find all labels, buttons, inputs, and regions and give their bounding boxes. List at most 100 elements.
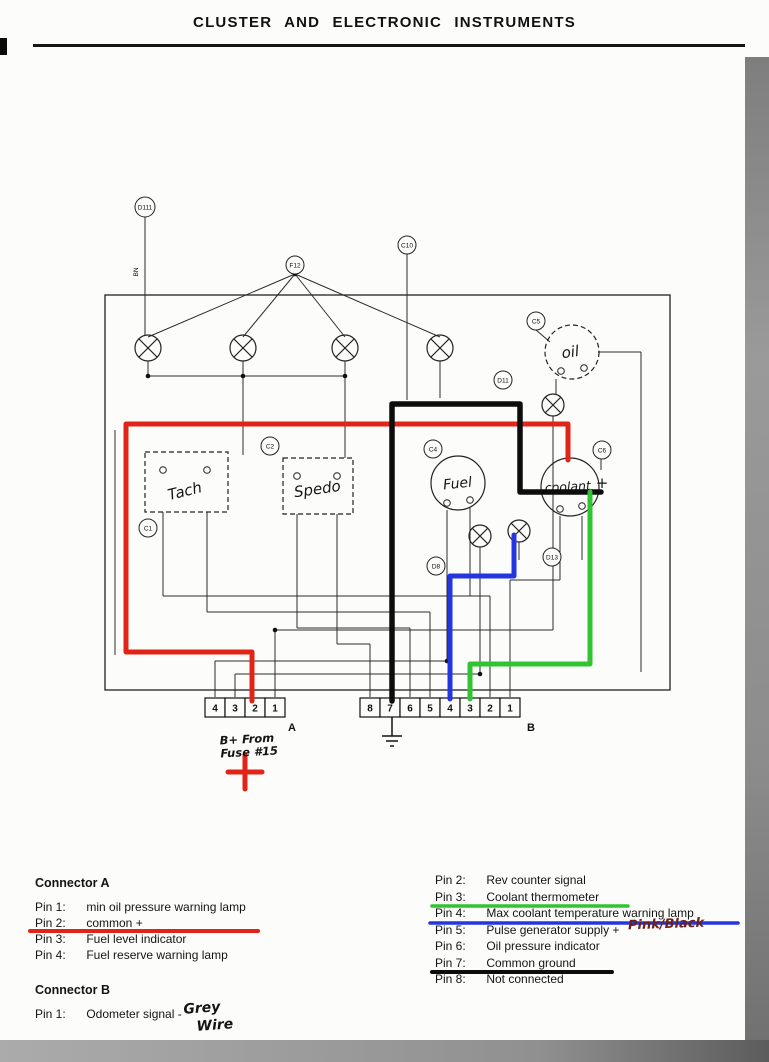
ref-label-c6: C6 [592, 440, 612, 460]
pin-description: Not connected [486, 972, 564, 986]
warning-lamp-icon-d8 [468, 524, 492, 548]
junction-dot [145, 373, 151, 379]
svg-text:C2: C2 [266, 444, 275, 451]
ref-label-d13: D13 [542, 547, 562, 567]
svg-text:D111: D111 [138, 205, 153, 212]
hand-annotations [28, 401, 740, 974]
svg-text:C1: C1 [144, 526, 153, 533]
green-trace [467, 489, 593, 702]
connector-a: 4 3 2 1 A [204, 697, 296, 734]
ref-label-c5: C5 [526, 311, 546, 331]
svg-text:C4: C4 [429, 447, 438, 454]
pin-label: Pin 1: [35, 1007, 66, 1021]
legend-row-b1: Pin 1: Odometer signal - [35, 1006, 405, 1022]
spedo-label: Spedo [293, 477, 342, 501]
ref-label-d8: D8 [426, 556, 446, 576]
ground-symbol-icon [382, 717, 402, 747]
pin-description: Common ground [486, 955, 576, 970]
scan-artifact-bottom-band [0, 1040, 769, 1062]
tach-label: Tach [166, 478, 204, 504]
cluster-box [104, 294, 671, 691]
legend-row-b7: Pin 7: Common ground [435, 955, 765, 972]
oil-label: oil [560, 342, 581, 362]
wire-run-bottom [163, 579, 560, 697]
junction-dots [145, 271, 483, 677]
warning-lamp-icon [134, 334, 162, 362]
scan-artifact-mark [0, 38, 7, 55]
oil-gauge: oil [544, 324, 600, 380]
grey-note-line2: Wire [196, 1016, 234, 1035]
pin-description: Oil pressure indicator [486, 939, 600, 953]
legend-connector-a: Connector A Pin 1: min oil pressure warn… [35, 876, 405, 1022]
warning-lamp-icon [229, 334, 257, 362]
pin-label: Pin 6: [435, 939, 466, 953]
pink-black-handwritten-note: Pink/Black [627, 915, 705, 934]
pin-description: Rev counter signal [486, 873, 586, 887]
connector-b: 8 7 6 5 4 3 2 1 B [359, 697, 535, 734]
blue-trace [447, 532, 517, 702]
gauges: Tach Spedo Fuel coolant + [144, 324, 608, 517]
svg-text:2: 2 [252, 704, 258, 715]
legend-b-heading: Connector B [35, 983, 110, 997]
legend-connector-b: Pin 2: Rev counter signal Pin 3: Coolant… [435, 872, 765, 988]
legend-row-a2: Pin 2: common + [35, 915, 405, 931]
title-rule [33, 44, 745, 47]
wire-run-middle [114, 430, 583, 674]
pin-description: common + [86, 916, 143, 930]
pin-label: Pin 2: [35, 916, 66, 930]
fuse-handwritten-note: B+ From Fuse #15 [219, 731, 278, 761]
svg-text:C5: C5 [532, 319, 541, 326]
speedometer-gauge: Spedo [282, 457, 354, 515]
black-trace [389, 401, 604, 704]
page-title: CLUSTER AND ELECTRONIC INSTRUMENTS [193, 14, 576, 31]
pin-label: Pin 8: [435, 972, 466, 986]
warning-lamp-icon [331, 334, 359, 362]
pin-description: Fuel level indicator [86, 932, 187, 946]
svg-text:D13: D13 [546, 555, 558, 562]
legend-row-b5: Pin 5: Pulse generator supply + [435, 922, 765, 939]
svg-text:2: 2 [487, 704, 493, 715]
pin-label: Pin 7: [435, 955, 466, 970]
ref-label-c4: C4 [423, 439, 443, 459]
svg-text:C6: C6 [598, 448, 607, 455]
svg-text:C10: C10 [401, 243, 413, 250]
red-plus-mark [225, 752, 265, 792]
fuel-label: Fuel [442, 475, 472, 494]
pin-label: Pin 2: [435, 873, 466, 887]
warning-lamp-icon-d13 [507, 519, 531, 543]
pin-description: Pulse generator supply + [486, 922, 620, 937]
ref-label-d111: D111 [134, 196, 156, 218]
connector-b-pin1 [499, 697, 521, 718]
svg-text:D8: D8 [432, 564, 441, 571]
junction-dot [272, 627, 278, 633]
connector-b-label: B [527, 722, 535, 734]
connector-a-label: A [288, 722, 296, 734]
pin-label: Pin 3: [35, 932, 66, 946]
pin-description: Max coolant temperature warning lamp [486, 906, 694, 920]
ref-label-c1: C1 [138, 518, 158, 538]
ref-label-c10: C10 [397, 235, 417, 255]
legend-row-b4: Pin 4: Max coolant temperature warning l… [435, 905, 765, 922]
pin-description: Fuel reserve warning lamp [86, 948, 228, 962]
red-trace [123, 421, 571, 704]
wire-run-right [535, 329, 642, 672]
ref-label-f12: F12 [285, 255, 305, 275]
pin-description: Odometer signal - [86, 1007, 182, 1021]
ref-label-d11: D11 [493, 370, 513, 390]
svg-text:8: 8 [367, 704, 373, 715]
pin-description: Coolant thermometer [486, 889, 600, 904]
svg-text:6: 6 [407, 704, 413, 715]
fuel-gauge: Fuel [430, 455, 486, 511]
legend-row-a1: Pin 1: min oil pressure warning lamp [35, 899, 405, 915]
junction-dot [477, 671, 483, 677]
legend-row-a4: Pin 4: Fuel reserve warning lamp [35, 947, 405, 963]
junction-dot [342, 373, 348, 379]
svg-text:4: 4 [212, 704, 218, 715]
svg-text:1: 1 [272, 704, 278, 715]
pin-label: Pin 4: [35, 948, 66, 962]
svg-text:F12: F12 [289, 263, 301, 270]
legend-row-b8: Pin 8: Not connected [435, 971, 765, 988]
legend-row-b6: Pin 6: Oil pressure indicator [435, 938, 765, 955]
